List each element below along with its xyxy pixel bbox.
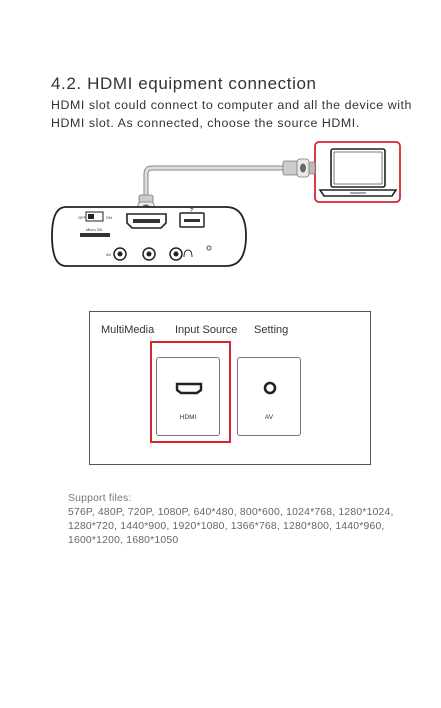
av-jack-icon bbox=[263, 381, 277, 395]
av-port-label: AV bbox=[106, 252, 111, 257]
av-source-tile[interactable]: AV bbox=[237, 357, 301, 436]
section-heading: 4.2. HDMI equipment connection bbox=[51, 74, 317, 93]
svg-text:⭍: ⭍ bbox=[190, 207, 194, 213]
support-files-list: 576P, 480P, 720P, 1080P, 640*480, 800*60… bbox=[68, 507, 394, 546]
tab-multimedia[interactable]: MultiMedia bbox=[101, 324, 155, 336]
support-files: Support files: 576P, 480P, 720P, 1080P, … bbox=[68, 492, 413, 548]
tab-input-source[interactable]: Input Source bbox=[175, 324, 238, 336]
tab-setting[interactable]: Setting bbox=[254, 324, 289, 336]
hdmi-source-tile[interactable]: HDMI bbox=[156, 357, 220, 436]
selected-source-highlight bbox=[150, 341, 231, 443]
micro-sd-label: Micro SD bbox=[86, 227, 103, 232]
section-paragraph: HDMI slot could connect to computer and … bbox=[51, 98, 412, 130]
support-files-label: Support files: bbox=[68, 493, 132, 504]
switch-off-label: OFF bbox=[78, 215, 87, 220]
hdmi-tile-label: HDMI bbox=[179, 414, 197, 421]
switch-on-label: ON bbox=[106, 215, 112, 220]
projector-side-panel: OFF ON Micro SD ⭍ AV bbox=[51, 206, 247, 267]
hdmi-port-icon bbox=[175, 382, 203, 395]
connection-diagram: OFF ON Micro SD ⭍ AV bbox=[51, 141, 401, 267]
hdmi-cable bbox=[137, 158, 316, 218]
input-source-menu: MultiMedia Input Source Setting HDMI AV bbox=[89, 311, 371, 465]
av-tile-label: AV bbox=[264, 414, 274, 421]
laptop-icon bbox=[318, 148, 398, 197]
